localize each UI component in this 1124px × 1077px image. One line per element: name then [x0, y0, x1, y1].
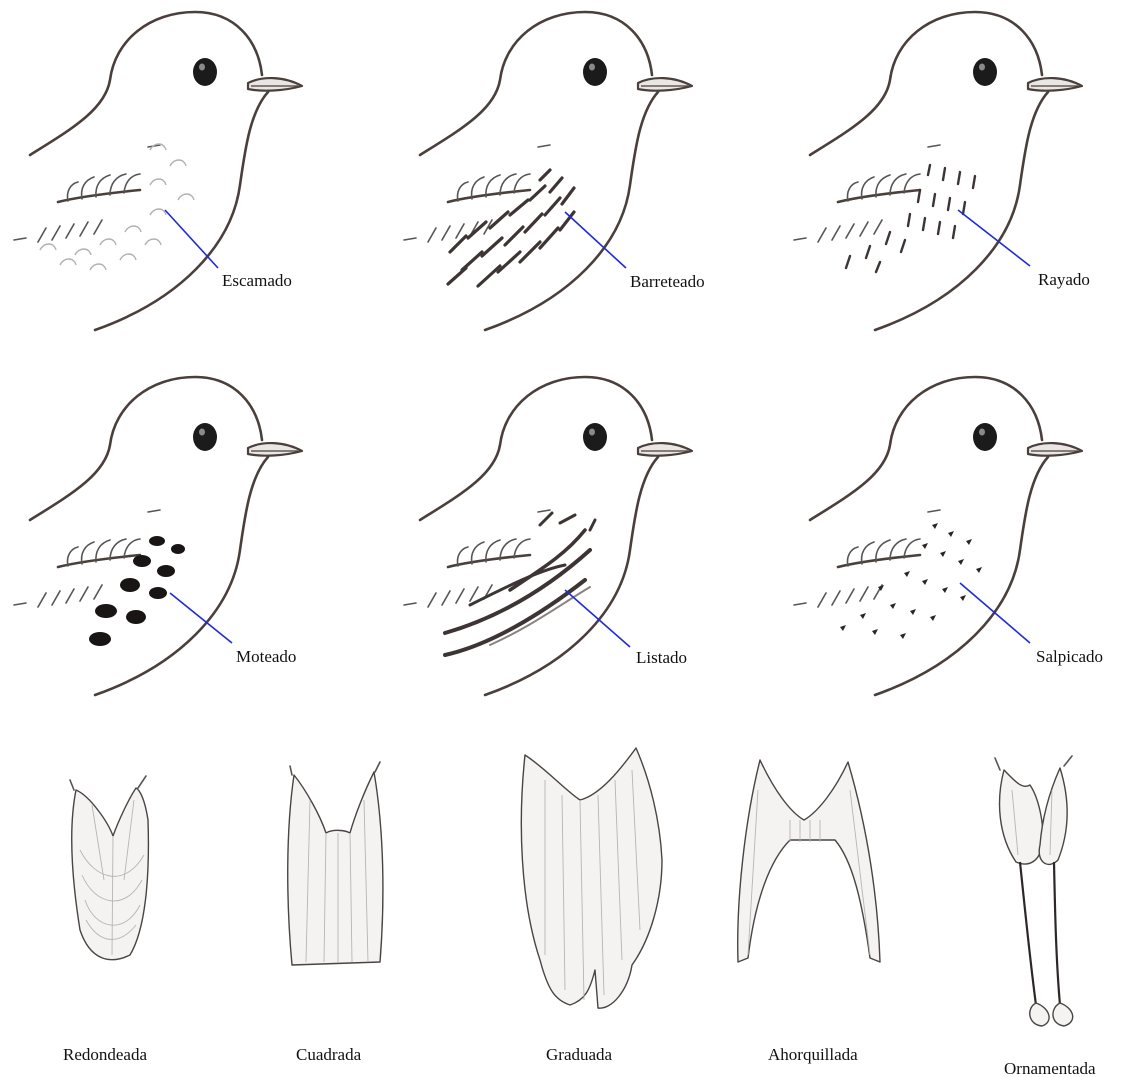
- bird-listado: Listado: [404, 377, 692, 695]
- tail-label-ahorquillada: Ahorquillada: [768, 1045, 858, 1064]
- pattern-streaks: [846, 165, 975, 272]
- tail-label-graduada: Graduada: [546, 1045, 613, 1064]
- tail-ahorquillada: Ahorquillada: [738, 760, 880, 1064]
- bird-rayado: Rayado: [794, 12, 1090, 330]
- bird-salpicado: Salpicado: [794, 377, 1103, 695]
- pattern-stripes: [445, 513, 595, 655]
- pattern-label-rayado: Rayado: [1038, 270, 1090, 289]
- pattern-bars: [448, 170, 574, 286]
- tail-label-redondeada: Redondeada: [63, 1045, 147, 1064]
- tail-label-cuadrada: Cuadrada: [296, 1045, 362, 1064]
- tail-redondeada: Redondeada: [63, 776, 148, 1064]
- tail-label-ornamentada: Ornamentada: [1004, 1059, 1096, 1077]
- bird-escamado: Escamado: [14, 12, 302, 330]
- pattern-label-listado: Listado: [636, 648, 687, 667]
- pattern-label-escamado: Escamado: [222, 271, 292, 290]
- pattern-speckles: [840, 523, 982, 639]
- bird-moteado: Moteado: [14, 377, 302, 695]
- tail-cuadrada: Cuadrada: [288, 762, 383, 1064]
- pattern-scales: [40, 144, 194, 270]
- pattern-spots: [89, 536, 185, 646]
- pattern-label-salpicado: Salpicado: [1036, 647, 1103, 666]
- tail-ornamentada: Ornamentada: [995, 756, 1096, 1077]
- pattern-label-barreteado: Barreteado: [630, 272, 705, 291]
- pattern-label-moteado: Moteado: [236, 647, 296, 666]
- tail-graduada: Graduada: [521, 748, 662, 1064]
- bird-barreteado: Barreteado: [404, 12, 705, 330]
